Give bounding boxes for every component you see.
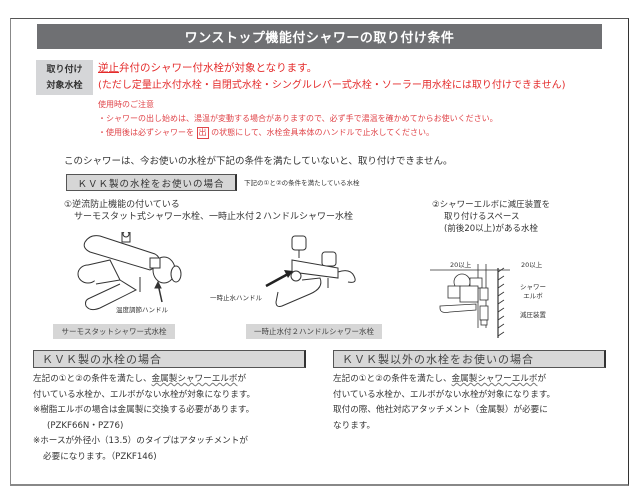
caution-line-2-post: の状態にして、水栓金具本体のハンドルで止水してください。: [211, 128, 434, 137]
usage-caution: 使用時のご注意 ・シャワーの出し始めは、湯温が変動する場合がありますので、必ず手…: [98, 98, 498, 140]
page-title: ワンストップ機能付シャワーの取り付け条件: [37, 24, 602, 49]
kvk-section-body: 左記の①と②の条件を満たし、金属製シャワーエルボが 付いている水栓か、エルボがな…: [33, 372, 323, 465]
thermo-handle-callout: 温度調節ハンドル: [116, 306, 168, 314]
dim-right-label: 20以上: [521, 261, 543, 269]
kvk-line-1: 左記の①と②の条件を満たし、金属製シャワーエルボが: [33, 372, 323, 388]
other-line-2: 付いている水栓か、エルボがない水栓が対象になります。: [333, 389, 556, 400]
thermostat-faucet-illustration: [77, 232, 182, 311]
target-label-line1: 取り付け: [46, 64, 83, 75]
two-handle-faucet-illustration: [275, 235, 356, 307]
shower-out-icon: 出: [196, 127, 209, 139]
kvk-metal-elbow-text: 金属製シャワーエルボ: [151, 374, 238, 384]
other-section-body: 左記の①と②の条件を満たし、金属製シャワーエルボが 付いている水栓か、エルボがな…: [333, 372, 623, 434]
kvk-line-5: ※ホースが外径小（13.5）のタイプはアタッチメントが: [33, 436, 248, 446]
kvk-line-6: 必要になります。（PZKF146): [43, 451, 157, 462]
condition-2-line1: ②シャワーエルボに減圧装置を: [432, 200, 551, 210]
kvk-line-1-pre: 左記の①と②の条件を満たし、: [33, 374, 152, 384]
target-main-prefix: 逆止: [98, 62, 119, 74]
space-diagram-illustration: [430, 264, 510, 338]
kvk-line-2: 付いている水栓か、エルボがない水栓が対象になります。: [33, 389, 256, 400]
other-line-3: 取付の際、他社対応アタッチメント（金属製）が必要に: [333, 405, 548, 415]
elbow-label: シャワー エルボ: [520, 283, 546, 301]
stop-handle-callout: 一時止水ハンドル: [210, 294, 262, 302]
condition-intro: このシャワーは、今お使いの水栓が下記の条件を満たしていないと、取り付けできません…: [64, 156, 453, 167]
target-main-rest: 弁付のシャワー付水栓が対象となります。: [119, 62, 318, 74]
condition-2-line2: 取り付けるスペース: [444, 212, 520, 222]
target-label-line2: 対象水栓: [46, 80, 83, 91]
other-metal-elbow-text: 金属製シャワーエルボ: [451, 374, 538, 384]
two-handle-faucet-caption: 一時止水付２ハンドルシャワー水栓: [246, 324, 382, 339]
document-frame: [10, 18, 629, 486]
kvk-use-box: ＫＶＫ製の水栓をお使いの場合: [66, 174, 237, 191]
condition-2-line3: (前後20以上)がある水栓: [444, 224, 538, 234]
kvk-line-4: (PZKF66N・PZ76): [47, 420, 124, 431]
elbow-label-2: エルボ: [523, 292, 543, 300]
other-section-header: ＫＶＫ製以外の水栓をお使いの場合: [333, 350, 606, 368]
caution-line-1: ・シャワーの出し始めは、湯温が変動する場合がありますので、必ず手で湯温を確かめて…: [98, 114, 498, 123]
condition-1: ①逆流防止機能の付いている サーモスタット式シャワー水栓、一時止水付２ハンドルシ…: [64, 199, 353, 223]
other-line-1: 左記の①と②の条件を満たし、金属製シャワーエルボが: [333, 372, 623, 388]
caution-line-2-pre: ・使用後は必ずシャワーを: [98, 128, 194, 137]
target-description: 逆止弁付のシャワー付水栓が対象となります。 (ただし定量止水付水栓・自閉式水栓・…: [98, 60, 566, 94]
elbow-label-1: シャワー: [520, 283, 546, 291]
target-exclusion: (ただし定量止水付水栓・自閉式水栓・シングルレバー式水栓・ソーラー用水栓には取り…: [98, 80, 566, 91]
other-line-1-pre: 左記の①と②の条件を満たし、: [333, 374, 452, 384]
target-main: 逆止弁付のシャワー付水栓が対象となります。: [98, 60, 566, 77]
dim-left-label: 20以上: [450, 261, 472, 269]
other-line-4: なります。: [333, 420, 376, 431]
kvk-line-1-post: が: [237, 374, 247, 384]
condition-2: ②シャワーエルボに減圧装置を 取り付けるスペース (前後20以上)がある水栓: [432, 199, 550, 235]
condition-1-line2: サーモスタット式シャワー水栓、一時止水付２ハンドルシャワー水栓: [74, 212, 354, 222]
other-line-1-post: が: [537, 374, 547, 384]
reducer-label: 減圧装置: [520, 311, 546, 319]
kvk-section-header: ＫＶＫ製の水栓の場合: [33, 350, 306, 368]
caution-heading: 使用時のご注意: [98, 100, 154, 109]
target-faucet-label: 取り付け 対象水栓: [36, 60, 93, 95]
condition-1-line1: ①逆流防止機能の付いている: [64, 200, 180, 210]
thermo-faucet-caption: サーモスタットシャワー式水栓: [53, 324, 175, 339]
arrow-icon: [265, 270, 293, 288]
caution-line-2: ・使用後は必ずシャワーを 出 の状態にして、水栓金具本体のハンドルで止水してくだ…: [98, 126, 498, 140]
kvk-line-3: ※樹脂エルボの場合は金属製に交換する必要があります。: [33, 405, 255, 415]
kvk-use-note: 下記の①と②の条件を満たしている水栓: [244, 179, 360, 187]
